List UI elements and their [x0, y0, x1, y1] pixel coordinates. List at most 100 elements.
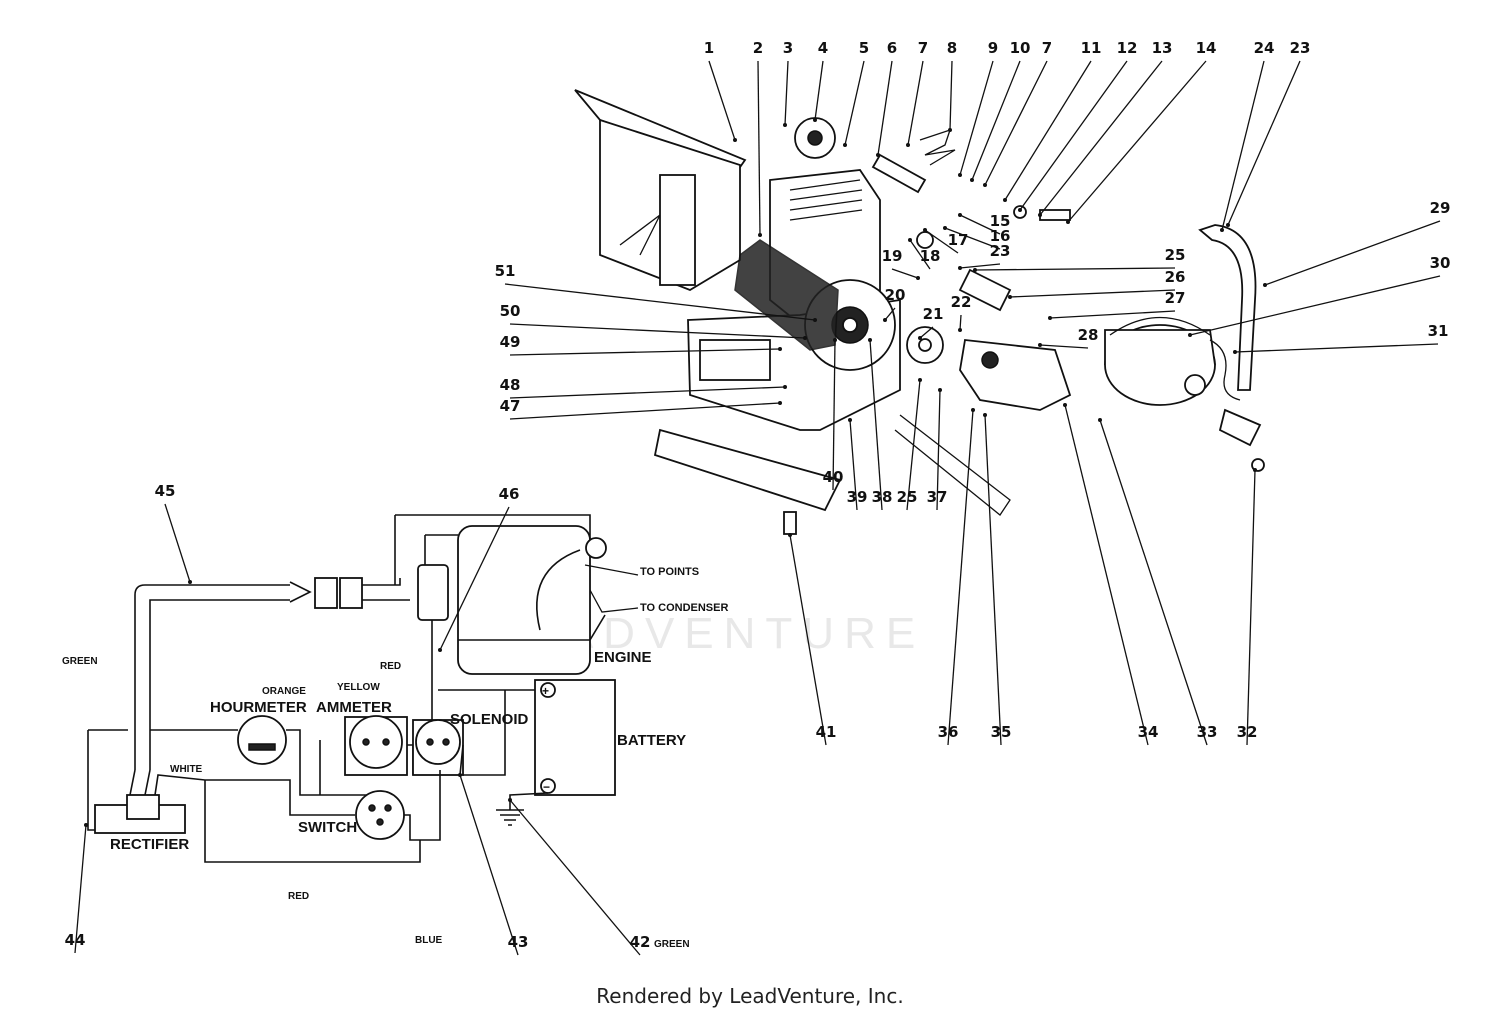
callout-number: 17: [948, 231, 969, 249]
leader-dot: [943, 226, 947, 230]
leader-dot: [1038, 343, 1042, 347]
leader-dot: [916, 276, 920, 280]
leader-dot: [948, 128, 952, 132]
leader-dot: [868, 338, 872, 342]
leader-line: [1221, 60, 1265, 231]
leader-line: [789, 534, 827, 746]
leader-dot: [188, 580, 192, 584]
leader-line: [907, 60, 924, 146]
leader-line: [1099, 419, 1208, 746]
leader-line: [1039, 344, 1089, 349]
leader-line: [509, 323, 806, 339]
wiring-label: RECTIFIER: [110, 836, 189, 853]
wiring-label: AMMETER: [316, 699, 392, 716]
leader-dot: [1226, 223, 1230, 227]
leader-line: [509, 386, 786, 399]
leader-dot: [908, 238, 912, 242]
callout-number: 48: [500, 376, 521, 394]
callout-number: 27: [1165, 289, 1186, 307]
callout-number: 35: [991, 723, 1012, 741]
leader-line: [757, 60, 761, 236]
leader-dot: [970, 178, 974, 182]
callout-number: 2: [753, 39, 763, 57]
callout-number: 46: [499, 485, 520, 503]
leader-line: [439, 506, 510, 651]
leader-line: [504, 283, 816, 321]
callout-number: 21: [923, 305, 944, 323]
leader-line: [877, 60, 893, 156]
leader-line: [1039, 60, 1163, 216]
leader-dot: [983, 183, 987, 187]
callout-number: 7: [918, 39, 928, 57]
callout-number: 29: [1430, 199, 1451, 217]
callout-number: 50: [500, 302, 521, 320]
callout-number: 28: [1078, 326, 1099, 344]
callout-number: 41: [816, 723, 837, 741]
leader-dot: [778, 347, 782, 351]
credit-line: Rendered by LeadVenture, Inc.: [596, 984, 904, 1008]
callout-number: 22: [951, 293, 972, 311]
leader-dot: [758, 233, 762, 237]
callout-number: 51: [495, 262, 516, 280]
callout-number: 42: [630, 933, 651, 951]
leader-dot: [1098, 418, 1102, 422]
leader-line: [509, 799, 641, 956]
leader-line: [1067, 60, 1207, 223]
leader-dot: [1233, 350, 1237, 354]
callout-leaders: [74, 60, 1441, 956]
wiring-label: HOURMETER: [210, 699, 307, 716]
callout-number: 43: [508, 933, 529, 951]
callout-number: 5: [859, 39, 869, 57]
leader-dot: [906, 143, 910, 147]
leader-line: [971, 60, 1021, 181]
callout-number: 47: [500, 397, 521, 415]
callout-number: 19: [882, 247, 903, 265]
callout-number: 26: [1165, 268, 1186, 286]
wiring-label: TO POINTS: [640, 566, 699, 578]
leader-line: [949, 60, 953, 131]
leader-line: [1227, 60, 1301, 226]
leader-dot: [833, 338, 837, 342]
leader-line: [708, 60, 736, 141]
callout-number: 18: [920, 247, 941, 265]
callout-number: 36: [938, 723, 959, 741]
wiring-label: ENGINE: [594, 649, 652, 666]
leader-dot: [973, 268, 977, 272]
leader-line: [891, 268, 919, 279]
leader-dot: [813, 118, 817, 122]
callout-number: 24: [1254, 39, 1275, 57]
leader-dot: [783, 123, 787, 127]
leader-line: [959, 263, 1001, 269]
leader-line: [909, 239, 931, 270]
leader-line: [944, 227, 1001, 250]
leader-dot: [458, 773, 462, 777]
leader-dot: [1253, 468, 1257, 472]
leader-dot: [1063, 403, 1067, 407]
callout-number: 11: [1081, 39, 1102, 57]
leader-line: [1064, 404, 1149, 746]
callout-number: 30: [1430, 254, 1451, 272]
wiring-label: RED: [380, 661, 401, 672]
leader-line: [1009, 289, 1176, 298]
leader-dot: [1018, 208, 1022, 212]
leader-line: [959, 60, 994, 176]
callout-number: 12: [1117, 39, 1138, 57]
leader-line: [984, 60, 1048, 186]
callout-number: 13: [1152, 39, 1173, 57]
leader-dot: [918, 336, 922, 340]
leader-line: [936, 389, 941, 511]
leader-dot: [788, 533, 792, 537]
leader-dot: [958, 328, 962, 332]
callout-number: 20: [885, 286, 906, 304]
leader-dot: [938, 388, 942, 392]
leader-line: [947, 409, 974, 746]
leader-dot: [778, 401, 782, 405]
leader-dot: [1263, 283, 1267, 287]
leader-line: [974, 267, 1176, 271]
leader-line: [984, 414, 1002, 746]
leader-line: [959, 314, 962, 331]
callout-number: 40: [823, 468, 844, 486]
leader-dot: [1220, 228, 1224, 232]
